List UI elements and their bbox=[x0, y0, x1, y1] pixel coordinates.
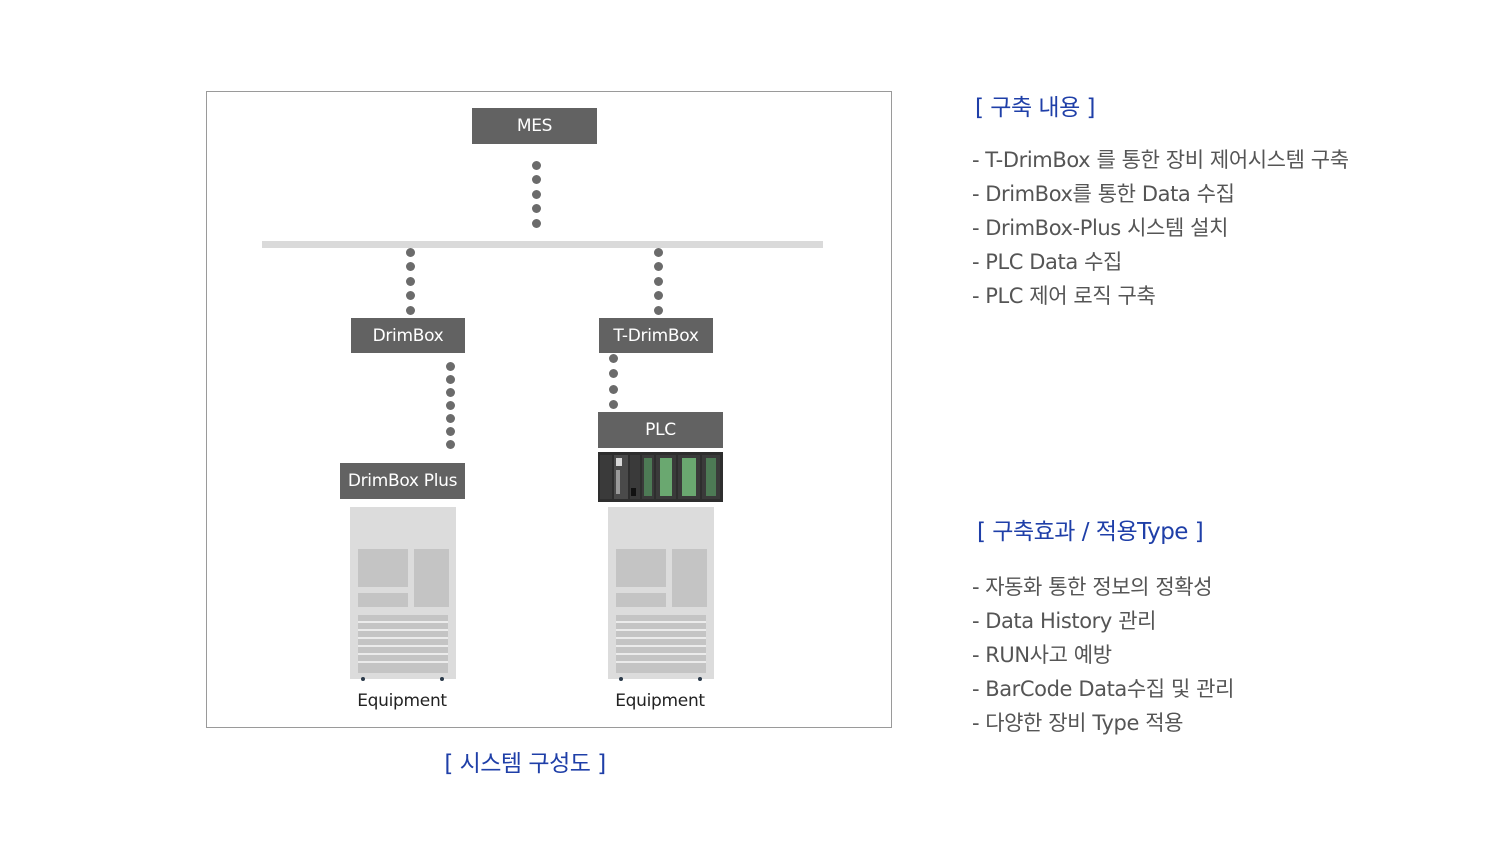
connector-drimbox-plus-dot bbox=[445, 387, 455, 397]
node-mes: MES bbox=[472, 108, 597, 144]
connector-drimbox-plus-dot bbox=[445, 439, 455, 449]
connector-t-drimbox-plc-dot bbox=[608, 384, 618, 394]
connector-drimbox-plus-dot bbox=[445, 413, 455, 423]
connector-mes-bus-dot bbox=[531, 160, 541, 170]
list-item: -PLC Data 수집 bbox=[972, 250, 1122, 274]
plc-module-icon bbox=[598, 452, 723, 502]
list-item: -T-DrimBox 를 통한 장비 제어시스템 구축 bbox=[972, 148, 1349, 172]
build-content-list: -T-DrimBox 를 통한 장비 제어시스템 구축 -DrimBox를 통한… bbox=[972, 143, 1349, 313]
equipment-cabinet-right bbox=[608, 507, 714, 681]
connector-t-drimbox-plc-dot bbox=[608, 400, 618, 409]
connector-mes-bus-dot bbox=[531, 175, 541, 184]
list-item: -DrimBox-Plus 시스템 설치 bbox=[972, 216, 1228, 240]
build-content-title: [ 구축 내용 ] bbox=[975, 95, 1096, 121]
connector-drimbox-plus-dot bbox=[445, 426, 455, 436]
connector-t-drimbox-plc-dot bbox=[608, 353, 618, 363]
connector-bus-t-drimbox-dot bbox=[653, 262, 663, 271]
equipment-cabinet-left bbox=[350, 507, 456, 681]
list-item: -BarCode Data수집 및 관리 bbox=[972, 677, 1235, 701]
connector-bus-drimbox-dot bbox=[405, 276, 415, 286]
system-diagram-frame bbox=[206, 91, 892, 728]
connector-bus-drimbox-dot bbox=[405, 291, 415, 300]
network-bus-line bbox=[262, 241, 823, 248]
effects-list: -자동화 통한 정보의 정확성 -Data History 관리 -RUN사고 … bbox=[972, 570, 1234, 740]
equipment-label-left: Equipment bbox=[357, 691, 447, 711]
list-item: -DrimBox를 통한 Data 수집 bbox=[972, 182, 1235, 206]
equipment-label-right: Equipment bbox=[615, 691, 705, 711]
list-item: -Data History 관리 bbox=[972, 609, 1157, 633]
list-item: -자동화 통한 정보의 정확성 bbox=[972, 575, 1213, 599]
node-drimbox: DrimBox bbox=[351, 318, 465, 353]
node-drimbox-plus: DrimBox Plus bbox=[340, 463, 465, 499]
list-item: -PLC 제어 로직 구축 bbox=[972, 284, 1156, 308]
effects-title: [ 구축효과 / 적용Type ] bbox=[977, 519, 1204, 545]
connector-bus-t-drimbox-dot bbox=[653, 247, 663, 257]
diagram-caption: [ 시스템 구성도 ] bbox=[444, 751, 606, 777]
connector-mes-bus-dot bbox=[531, 189, 541, 199]
connector-mes-bus-dot bbox=[531, 204, 541, 213]
connector-drimbox-plus-dot bbox=[445, 400, 455, 410]
connector-bus-drimbox-dot bbox=[405, 247, 415, 257]
connector-t-drimbox-plc-dot bbox=[608, 369, 618, 378]
node-t-drimbox: T-DrimBox bbox=[599, 318, 713, 353]
list-item: -RUN사고 예방 bbox=[972, 643, 1112, 667]
connector-bus-drimbox-dot bbox=[405, 262, 415, 271]
connector-drimbox-plus-dot bbox=[445, 361, 455, 371]
connector-bus-t-drimbox-dot bbox=[653, 276, 663, 286]
connector-bus-t-drimbox-dot bbox=[653, 305, 663, 315]
connector-bus-drimbox-dot bbox=[405, 305, 415, 315]
connector-bus-t-drimbox-dot bbox=[653, 291, 663, 300]
connector-mes-bus-dot bbox=[531, 218, 541, 228]
node-plc: PLC bbox=[598, 412, 723, 448]
connector-drimbox-plus-dot bbox=[445, 374, 455, 384]
list-item: -다양한 장비 Type 적용 bbox=[972, 711, 1184, 735]
